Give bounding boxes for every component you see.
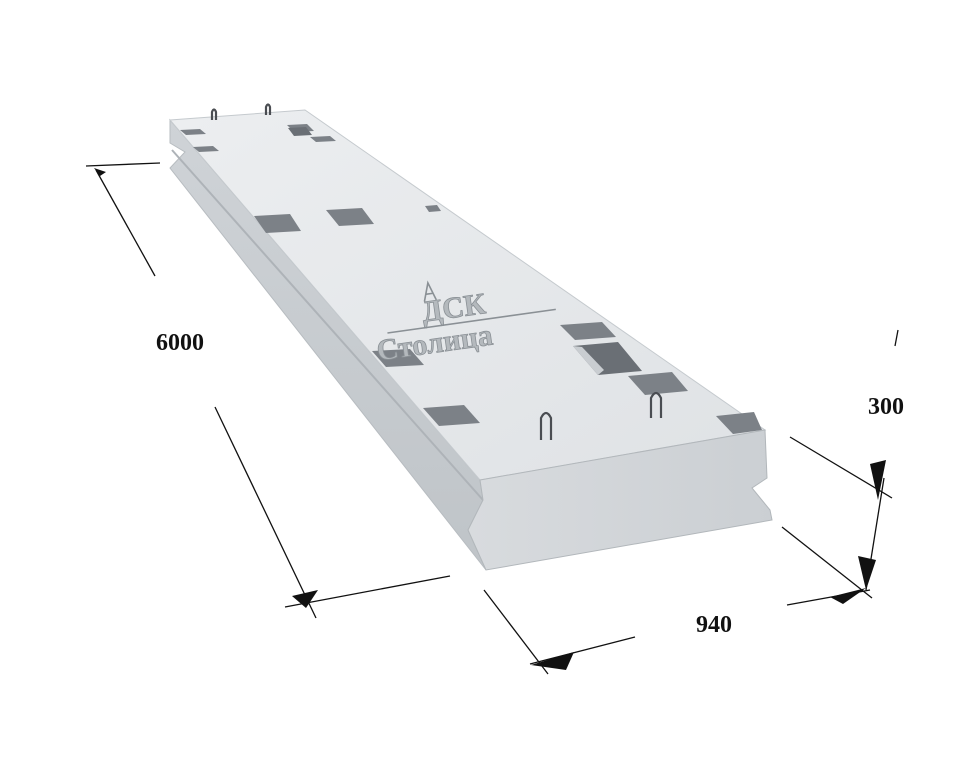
panel-front-face bbox=[467, 429, 773, 571]
recess bbox=[193, 146, 219, 152]
lifting-loop bbox=[539, 411, 553, 440]
extension-line bbox=[284, 575, 451, 608]
recess bbox=[326, 208, 374, 226]
arrowhead-icon bbox=[531, 652, 574, 670]
recess bbox=[423, 405, 480, 426]
dimension-label-length: 6000 bbox=[156, 330, 204, 356]
logo-underline bbox=[387, 308, 556, 334]
arrowhead-icon bbox=[830, 588, 866, 604]
panel-side-groove bbox=[171, 149, 484, 501]
dimension-line-length-upper bbox=[95, 169, 156, 277]
arrowhead-icon bbox=[858, 556, 876, 590]
dimension-label-height: 300 bbox=[868, 394, 904, 420]
recess bbox=[372, 349, 424, 367]
recess bbox=[628, 372, 688, 395]
dimension-line-width-left bbox=[529, 636, 636, 665]
lifting-loop bbox=[264, 103, 272, 115]
arrowhead-icon bbox=[870, 460, 886, 500]
extension-line bbox=[781, 526, 873, 599]
recess bbox=[254, 214, 301, 233]
lifting-loops bbox=[210, 103, 663, 440]
logo-mark-icon bbox=[423, 280, 438, 302]
extension-line bbox=[483, 589, 549, 675]
extension-line bbox=[85, 162, 161, 167]
lifting-loop bbox=[210, 108, 218, 120]
dimension-label-width: 940 bbox=[696, 612, 732, 638]
recess-opening bbox=[573, 342, 642, 375]
recess-opening-wall bbox=[573, 346, 604, 375]
recess bbox=[716, 412, 762, 434]
panel-recesses bbox=[180, 124, 762, 434]
lifting-loop bbox=[649, 391, 663, 418]
recess-opening bbox=[288, 127, 312, 136]
recess bbox=[560, 322, 616, 340]
dimension-tick bbox=[894, 329, 899, 347]
recess bbox=[180, 129, 206, 135]
arrowhead-icon bbox=[292, 590, 318, 608]
recess bbox=[310, 136, 336, 142]
recess bbox=[425, 205, 441, 212]
dimension-arrows bbox=[94, 168, 886, 670]
dimension-line-length-lower bbox=[214, 406, 317, 619]
extension-line bbox=[789, 436, 893, 499]
arrowhead-icon bbox=[94, 168, 106, 176]
